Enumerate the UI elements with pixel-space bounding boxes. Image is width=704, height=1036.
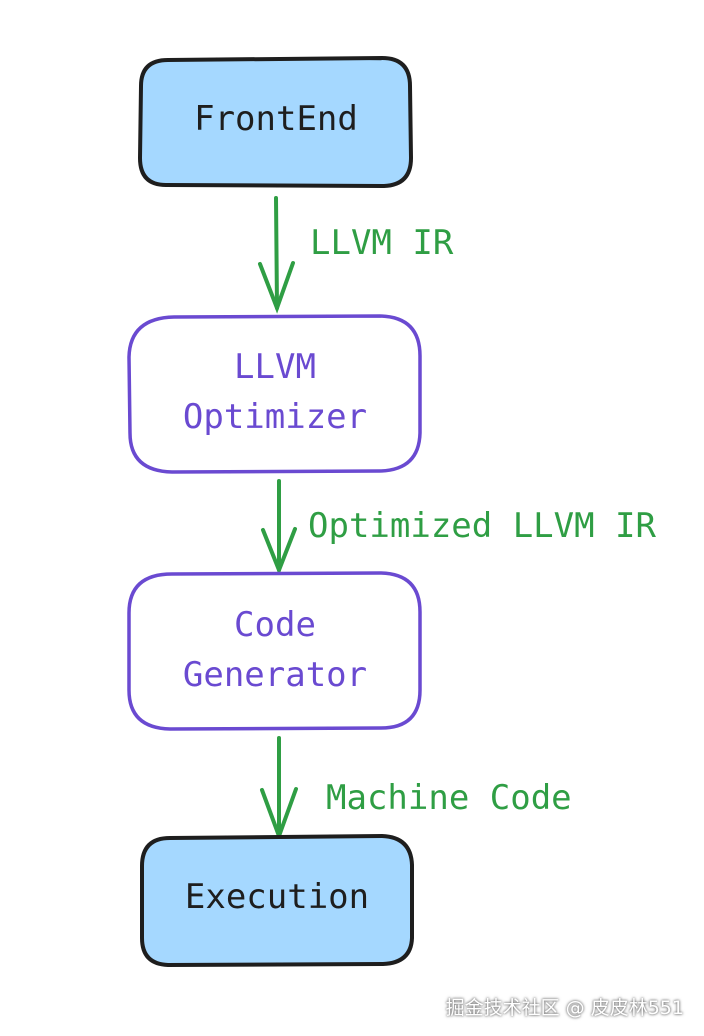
- arrow-codegen-to-execution: [260, 736, 298, 842]
- optimizer-label-line2: Optimizer: [182, 397, 368, 437]
- frontend-label: FrontEnd: [194, 99, 358, 139]
- arrow-optimizer-to-codegen: [261, 479, 297, 576]
- optimizer-label-line1: LLVM: [234, 347, 316, 387]
- edge-label-optimized-llvm-ir: Optimized LLVM IR: [308, 506, 656, 546]
- optimizer-box: [127, 314, 422, 474]
- execution-box: [140, 834, 414, 967]
- arrow-frontend-to-optimizer: [258, 196, 295, 314]
- codegen-label-line1: Code: [234, 605, 316, 645]
- watermark: 掘金技术社区 @ 皮皮林551: [445, 997, 684, 1019]
- edge-label-machine-code: Machine Code: [326, 778, 572, 818]
- frontend-box: [138, 56, 413, 188]
- execution-label: Execution: [184, 877, 370, 917]
- codegen-box: [127, 571, 422, 731]
- edge-label-llvm-ir: LLVM IR: [310, 223, 454, 263]
- codegen-label-line2: Generator: [182, 655, 368, 695]
